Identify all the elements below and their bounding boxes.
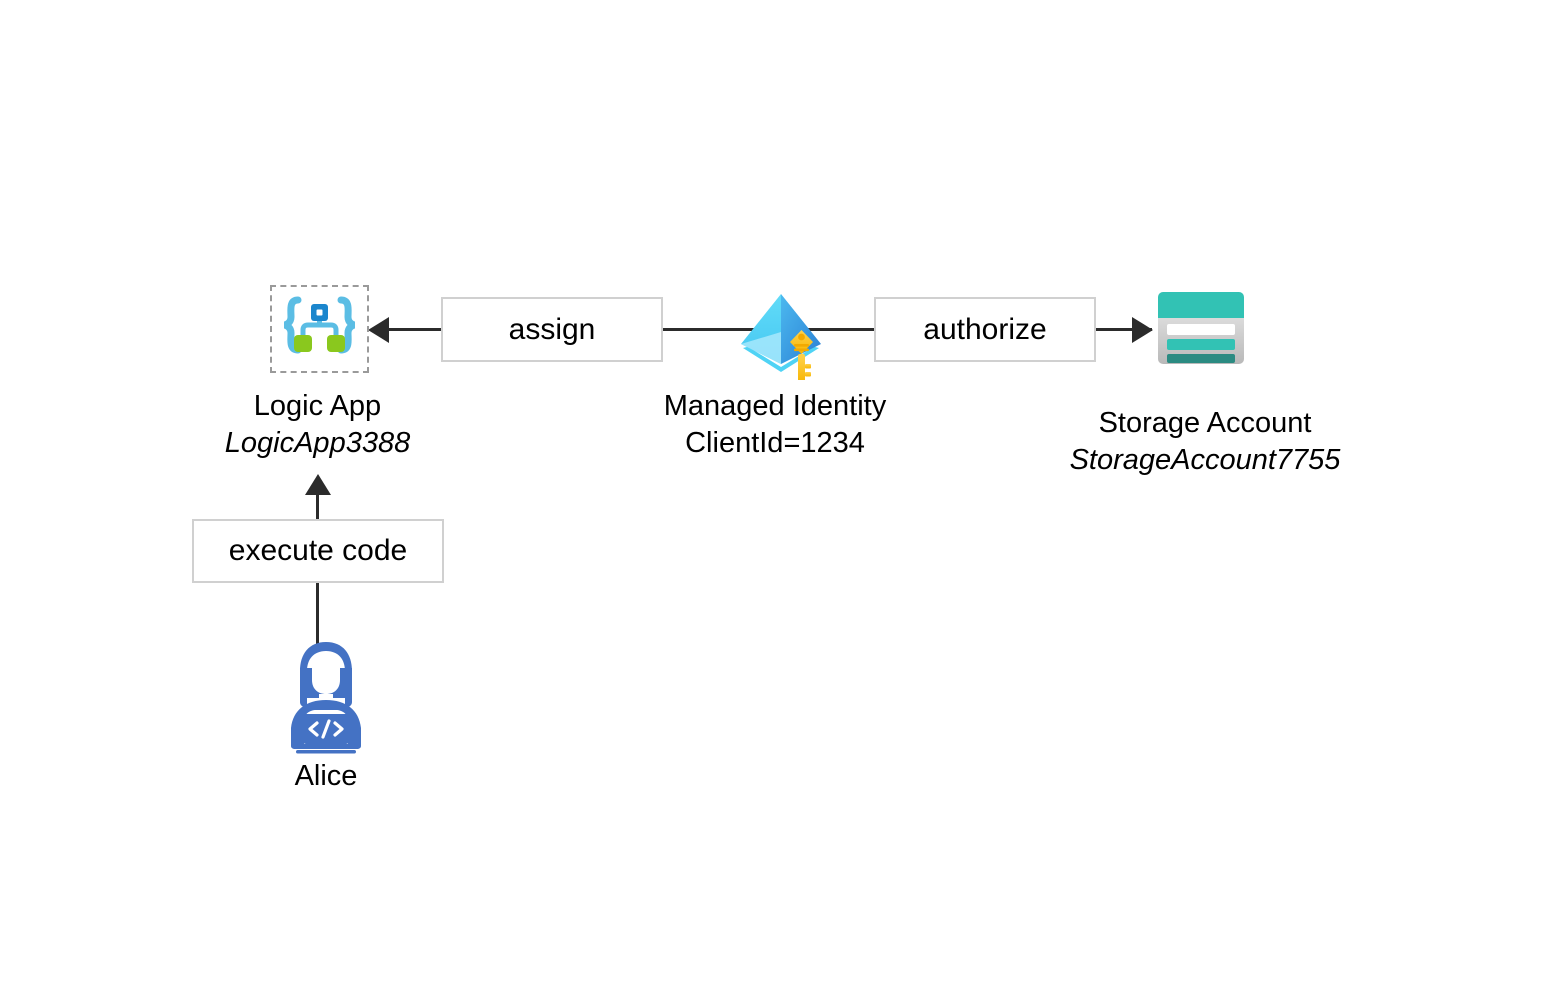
logic-app-node[interactable] xyxy=(270,285,369,373)
connector-authorize-arrowhead xyxy=(1132,317,1153,343)
managed-identity-icon xyxy=(735,288,827,385)
edge-label-execute-code[interactable]: execute code xyxy=(192,519,444,583)
logic-app-name: LogicApp3388 xyxy=(224,427,411,460)
alice-caption: Alice xyxy=(226,758,426,795)
storage-account-name: StorageAccount7755 xyxy=(1069,444,1341,477)
edge-label-authorize-text: authorize xyxy=(923,312,1047,346)
logic-app-title: Logic App xyxy=(253,390,382,422)
connector-assign-line-left xyxy=(388,328,444,331)
storage-account-icon xyxy=(1156,290,1246,371)
managed-identity-client-id: ClientId=1234 xyxy=(685,427,865,460)
edge-label-authorize[interactable]: authorize xyxy=(874,297,1096,362)
managed-identity-title: Managed Identity xyxy=(663,390,887,422)
alice-title: Alice xyxy=(294,760,358,792)
alice-node[interactable] xyxy=(276,640,376,758)
edge-label-execute-code-text: execute code xyxy=(228,534,408,567)
developer-icon xyxy=(276,640,376,763)
connector-assign-arrowhead xyxy=(368,317,389,343)
storage-account-caption: Storage Account StorageAccount7755 xyxy=(1045,405,1365,479)
edge-label-assign-text: assign xyxy=(508,312,596,346)
managed-identity-caption: Managed Identity ClientId=1234 xyxy=(630,388,920,462)
connector-authorize-line-right xyxy=(1096,328,1152,331)
connector-execute-code-arrowhead xyxy=(305,474,331,495)
logic-app-caption: Logic App LogicApp3388 xyxy=(180,388,455,462)
managed-identity-node[interactable] xyxy=(735,288,827,384)
storage-account-title: Storage Account xyxy=(1098,407,1312,439)
connector-authorize-line-left xyxy=(820,328,876,331)
logic-app-icon xyxy=(272,287,367,371)
edge-label-assign[interactable]: assign xyxy=(441,297,663,362)
storage-account-node[interactable] xyxy=(1156,290,1246,366)
